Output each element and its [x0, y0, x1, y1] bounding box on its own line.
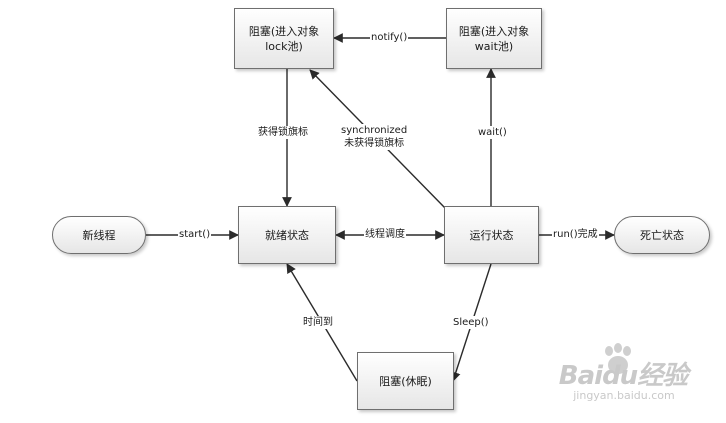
node-new-thread: 新线程	[52, 216, 146, 254]
node-blocked-wait: 阻塞(进入对象wait池)	[446, 8, 542, 69]
node-dead-label: 死亡状态	[640, 228, 684, 242]
edge-label-timeout: 时间到	[302, 316, 334, 329]
edge-label-start: start()	[178, 228, 212, 241]
node-running-label: 运行状态	[469, 228, 514, 242]
node-blocked-lock: 阻塞(进入对象lock池)	[234, 8, 334, 69]
edge-label-run-done: run()完成	[552, 228, 599, 241]
edge-label-synchronized: synchronized 未获得锁旗标	[340, 124, 409, 150]
edge-label-wait: wait()	[477, 126, 508, 139]
edge-label-sync-line2: 未获得锁旗标	[344, 138, 405, 149]
edge-label-sync-line1: synchronized	[341, 125, 408, 136]
node-blocked-sleep: 阻塞(休眠)	[357, 352, 454, 410]
watermark-url: jingyan.baidu.com	[573, 389, 675, 402]
edge-label-get-lock: 获得锁旗标	[257, 126, 309, 139]
edge-label-sleep: Sleep()	[452, 316, 490, 329]
node-blocked-lock-label: 阻塞(进入对象lock池)	[248, 24, 320, 53]
node-blocked-sleep-label: 阻塞(休眠)	[379, 374, 432, 388]
node-blocked-wait-label: 阻塞(进入对象wait池)	[458, 24, 530, 53]
node-new-thread-label: 新线程	[82, 228, 116, 242]
edge-label-notify: notify()	[370, 31, 409, 44]
edge-label-schedule: 线程调度	[364, 228, 406, 241]
paw-icon	[605, 343, 631, 374]
node-running: 运行状态	[444, 206, 539, 264]
node-dead: 死亡状态	[614, 216, 710, 254]
node-ready: 就绪状态	[238, 206, 336, 264]
watermark-brand: Baidu经验	[558, 361, 688, 391]
node-ready-label: 就绪状态	[265, 228, 309, 242]
